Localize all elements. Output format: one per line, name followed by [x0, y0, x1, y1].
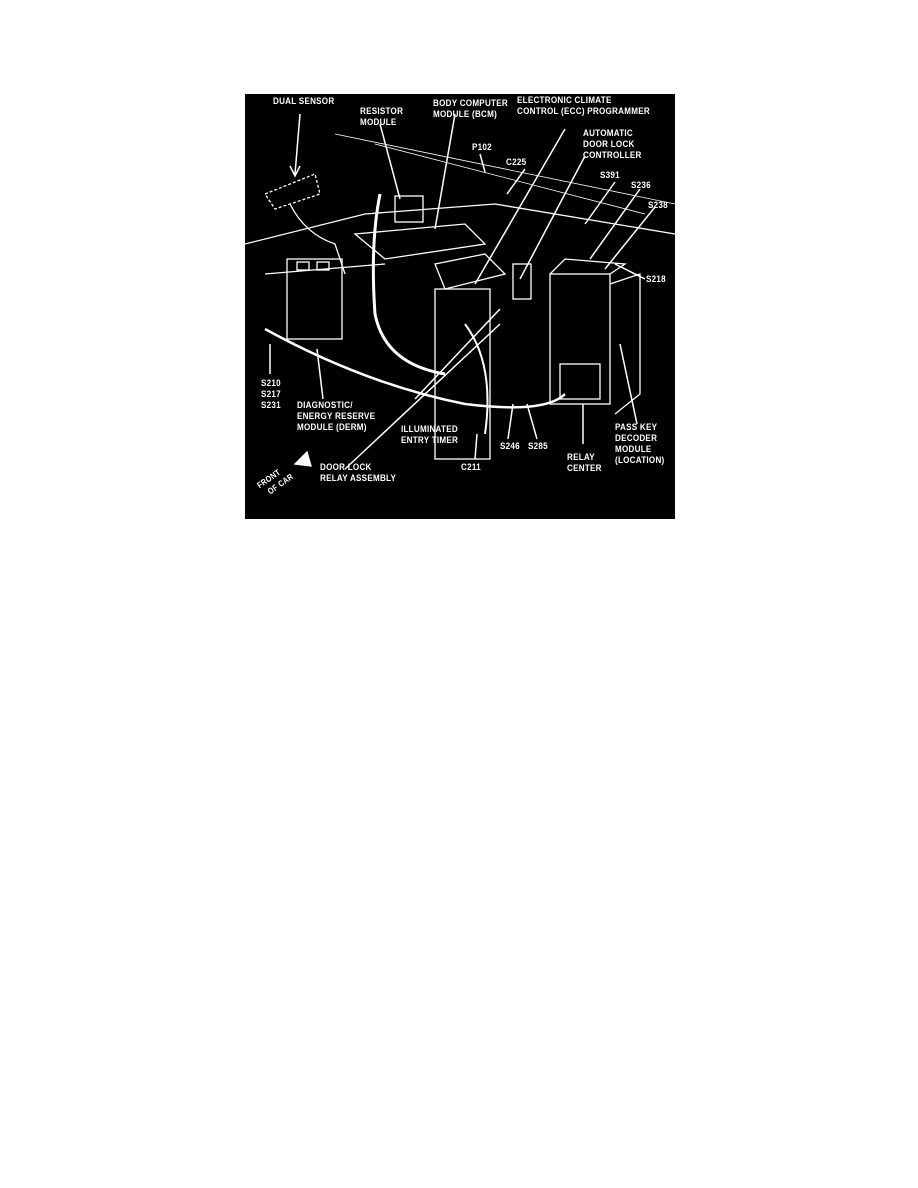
diagram-drawing	[245, 113, 675, 470]
label-s391: S391	[600, 170, 620, 181]
label-c211: C211	[461, 462, 481, 473]
label-s285: S285	[528, 441, 548, 452]
label-p102: P102	[472, 142, 492, 153]
label-c225: C225	[506, 157, 527, 168]
label-s236: S236	[631, 180, 651, 191]
label-s218: S218	[646, 274, 666, 285]
label-s238: S238	[648, 200, 668, 211]
label-s246: S246	[500, 441, 520, 452]
label-dual-sensor: DUAL SENSOR	[273, 96, 335, 107]
